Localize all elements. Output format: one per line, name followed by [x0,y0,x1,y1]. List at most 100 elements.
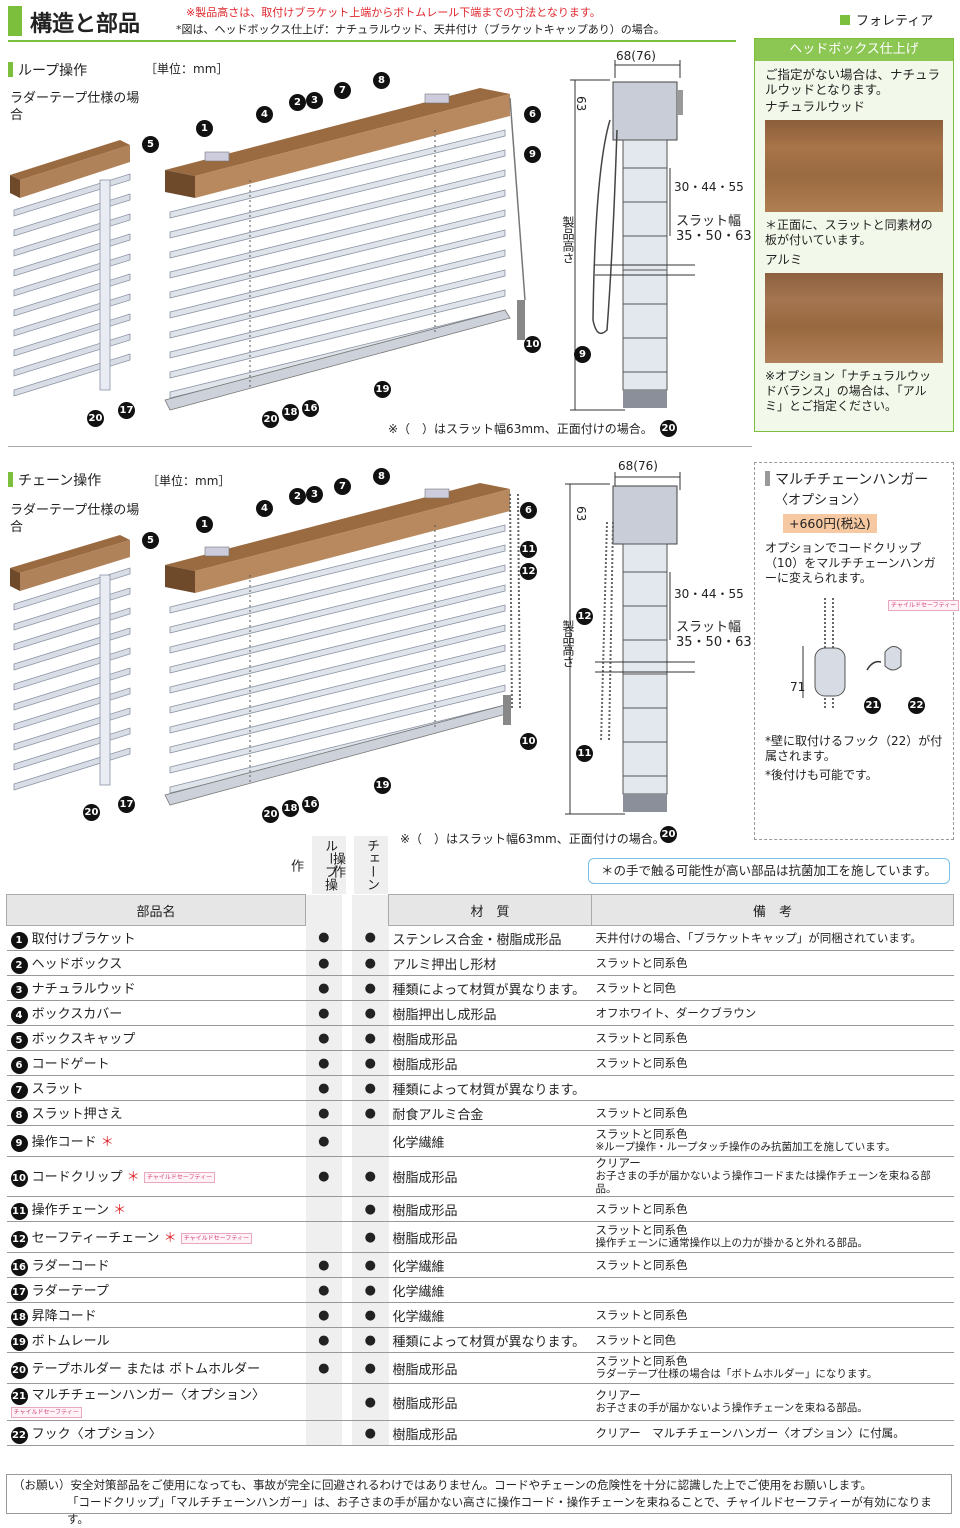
chain-mark: ● [352,1252,389,1278]
table-row: 12 セーフティーチェーン ＊ チャイルドセーフティー●樹脂成形品スラットと同系… [6,1221,954,1253]
loop-mark [305,1383,342,1421]
part-number-badge: 22 [10,1426,28,1444]
material-cell: 種類によって材質が異なります。 [388,1075,592,1101]
loop-mark: ● [305,925,342,951]
part-badge-16: 16 [302,400,319,417]
chain-mark: ● [352,975,389,1001]
chain-product-height: 製品高さ [561,620,575,668]
part-name-cell: 19 ボトムレール [6,1327,306,1353]
loop-mark: ● [305,1156,342,1197]
part-name-cell: 20 テープホルダー または ボトムホルダー [6,1352,306,1384]
part-number-badge: 11 [10,1202,28,1220]
hanger-child-safety-badge: チャイルドセーフティー [888,600,960,611]
part-badge-7: 7 [334,82,351,99]
part-number-badge: 3 [10,981,28,999]
part-number-badge: 5 [10,1031,28,1049]
chain-mark: ● [352,1302,389,1328]
chain-badge-16: 16 [302,796,319,813]
chain-badge-11: 11 [520,541,537,558]
hanger-desc: オプションでコードクリップ（10）をマルチチェーンハンガーに変えられます。 [765,541,936,585]
chain-badge-8: 8 [373,468,390,485]
material-cell: アルミ押出し形材 [388,950,592,976]
remark-sub: ラダーテープ仕様の場合は「ボトムホルダー」になります。 [595,1368,878,1380]
remark-main: スラットと同系色 [595,1223,688,1237]
remark-sub: 操作チェーンに通常操作以上の力が掛かると外れる部品。 [595,1237,868,1249]
page-title: 構造と部品 [30,12,141,37]
chain-badge-19: 19 [374,777,391,794]
chain-mark: ● [352,1221,389,1253]
chain-mark: ● [352,1075,389,1101]
table-row: 2 ヘッドボックス●●アルミ押出し形材スラットと同系色 [6,950,954,976]
loop-mark: ● [305,1000,342,1026]
part-name-cell: 6 コードゲート [6,1050,306,1076]
chain-badge-18: 18 [282,800,299,817]
remark-sub: お子さまの手が届かないよう操作コードまたは操作チェーンを束ねる部品。 [595,1170,931,1195]
hanger-dim: 71 [790,680,806,694]
part-name: マルチチェーンハンガー〈オプション〉 [31,1388,265,1403]
part-name: セーフティーチェーン [31,1230,160,1246]
loop-mark: ● [305,1277,342,1303]
part-name: スラット [31,1081,84,1097]
remark-main: スラットと同系色 [595,1030,688,1045]
chain-mark: ● [352,1383,389,1421]
remark-main: オフホワイト、ダークブラウン [595,1005,757,1020]
loop-mark: ● [305,1100,342,1126]
child-safety-badge: チャイルドセーフティー [10,1407,82,1418]
part-name-cell: 9 操作コード ＊ [6,1125,306,1157]
antibac-asterisk: ＊ [113,1202,127,1218]
remark-cell: スラットと同系色 [591,1025,954,1051]
table-row: 6 コードゲート●●樹脂成形品スラットと同系色 [6,1050,954,1076]
chain-badge-5: 5 [142,532,159,549]
part-badge-8: 8 [373,72,390,89]
part-badge-19: 19 [374,381,391,398]
part-number-badge: 6 [10,1056,28,1074]
part-number-badge: 7 [10,1081,28,1099]
chain-mark: ● [352,1420,389,1446]
table-row: 7 スラット●●種類によって材質が異なります。 [6,1075,954,1101]
part-badge-3: 3 [306,92,323,109]
remark-sub: ※ループ操作・ループタッチ操作のみ抗菌加工を施しています。 [595,1141,896,1153]
remark-main: スラットと同系色 [595,1354,688,1368]
headbox-panel-title: ヘッドボックス仕上げ [755,39,953,61]
chain-ladder-label: ラダーテープ仕様の場合 [10,503,140,535]
chain-mark: ● [352,1156,389,1197]
loop-mark: ● [305,1075,342,1101]
part-badge-6: 6 [524,106,541,123]
material-cell: 種類によって材質が異なります。 [388,975,592,1001]
child-safety-badge: チャイルドセーフティー [180,1232,252,1244]
material-cell: 化学繊維 [388,1277,592,1303]
material-cell: 耐食アルミ合金 [388,1100,592,1126]
remark-main: スラットと同色 [595,980,677,995]
loop-mark: ● [305,975,342,1001]
col-header-loop-cell [305,894,342,926]
part-name-cell: 10 コードクリップ ＊ チャイルドセーフティー [6,1156,306,1197]
material-cell: 樹脂成形品 [388,1025,592,1051]
alu-label: アルミ [765,252,803,267]
part-number-badge: 8 [10,1106,28,1124]
table-row: 19 ボトムレール●●種類によって材質が異なります。スラットと同色 [6,1327,954,1353]
remark-main: クリアー [595,1156,641,1170]
part-number-badge: 21 [10,1388,28,1405]
loop-mark: ● [305,1252,342,1278]
part-badge-20b: 20 [262,411,279,428]
part-name: コードクリップ [31,1170,123,1185]
remark-cell: スラットと同系色ラダーテープ仕様の場合は「ボトムホルダー」になります。 [591,1352,954,1384]
part-name: ラダーテープ [31,1283,109,1299]
part-badge-10: 10 [524,336,541,353]
material-cell: 樹脂成形品 [388,1221,592,1253]
headbox-panel: ヘッドボックス仕上げ ご指定がない場合は、ナチュラルウッドとなります。 ナチュラ… [754,38,954,432]
chain-badge-10: 10 [520,733,537,750]
table-row: 11 操作チェーン ＊●樹脂成形品スラットと同系色 [6,1196,954,1222]
loop-mark: ● [305,1050,342,1076]
hanger-title: マルチチェーンハンガー [755,463,953,489]
chain-mark: ● [352,1050,389,1076]
remark-main: クリアー [595,1388,641,1402]
part-name: ボトムレール [31,1333,110,1349]
part-name-cell: 3 ナチュラルウッド [6,975,306,1001]
loop-mark [305,1420,342,1446]
col-header-loop: ループ操作 [288,836,346,894]
footer-line2: 「コードクリップ」「マルチチェーンハンガー」は、お子さまの手が届かない高さに操作… [67,1495,932,1526]
part-name-cell: 17 ラダーテープ [6,1277,306,1303]
part-name-cell: 22 フック〈オプション〉 [6,1420,306,1446]
remark-cell: オフホワイト、ダークブラウン [591,1000,954,1026]
